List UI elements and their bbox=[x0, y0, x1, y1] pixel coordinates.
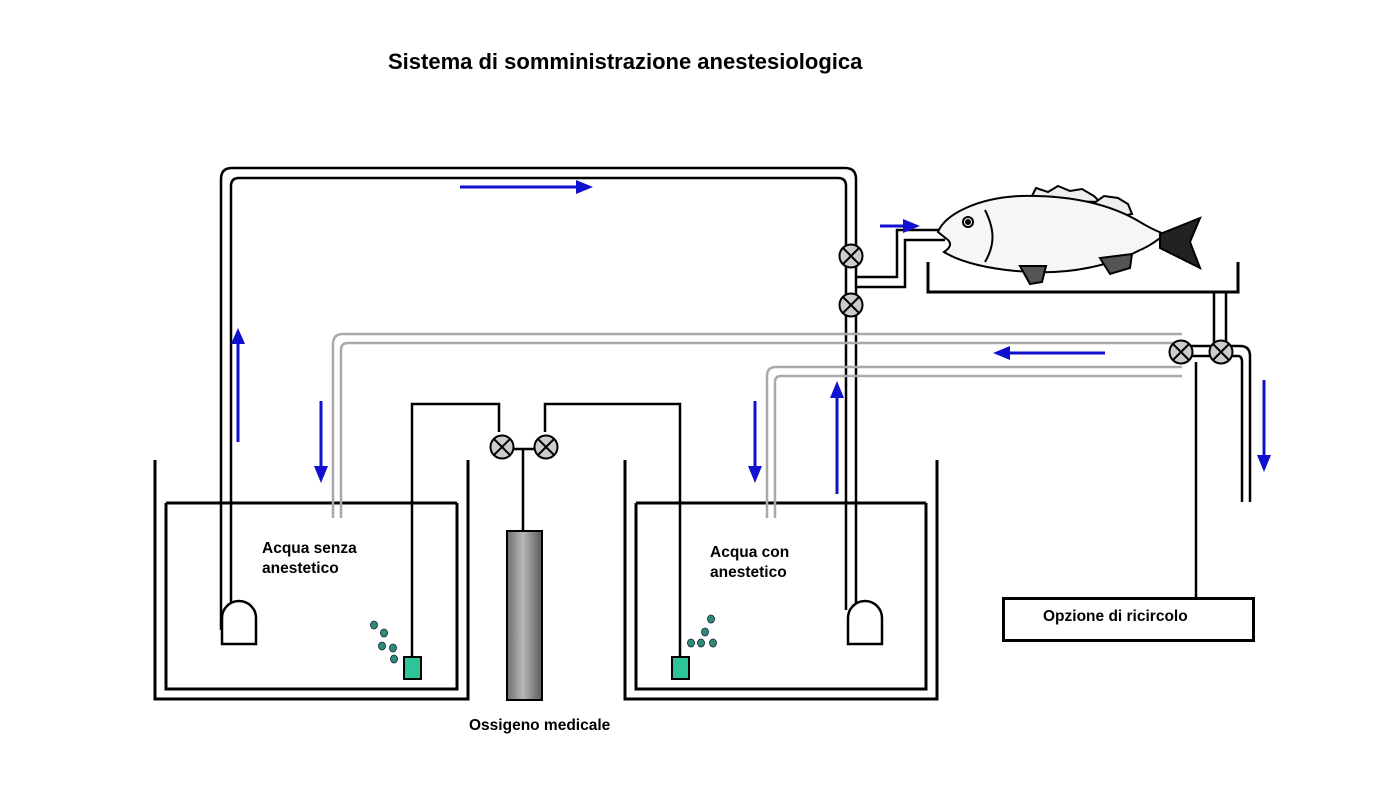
oxygen-cylinder bbox=[506, 530, 543, 701]
arrow-down-left bbox=[314, 401, 328, 483]
intake-hood-left bbox=[220, 599, 258, 646]
air-diffuser-left bbox=[403, 656, 422, 680]
fish-platform bbox=[926, 262, 1240, 294]
recirculation-label: Opzione di ricircolo bbox=[1043, 608, 1188, 625]
drain-pipes bbox=[1182, 292, 1252, 597]
diagram-title: Sistema di somministrazione anestesiolog… bbox=[388, 49, 863, 74]
oxygen-label: Ossigeno medicale bbox=[469, 717, 611, 734]
left-tank bbox=[153, 460, 470, 701]
arrow-up-right bbox=[830, 381, 844, 494]
recirculation-option-box bbox=[1002, 597, 1255, 642]
return-pipe-to-left-tank bbox=[331, 332, 1182, 518]
valve-drain[interactable] bbox=[1208, 339, 1234, 365]
fish-illustration bbox=[936, 184, 1202, 286]
oxygen-bubbles-right bbox=[687, 614, 717, 648]
supply-pipe bbox=[219, 166, 858, 630]
valve-return[interactable] bbox=[1168, 339, 1194, 365]
arrow-right-top bbox=[460, 180, 593, 194]
flow-arrows bbox=[231, 180, 1271, 494]
right-tank bbox=[623, 460, 939, 701]
air-diffuser-right bbox=[671, 656, 690, 680]
intake-hood-right bbox=[846, 599, 884, 646]
valve-supply-top[interactable] bbox=[838, 243, 864, 269]
right-tank-label: Acqua con anestetico bbox=[710, 544, 790, 581]
valve-oxygen-left[interactable] bbox=[489, 434, 515, 460]
arrow-up-left bbox=[231, 328, 245, 442]
valve-supply-bottom[interactable] bbox=[838, 292, 864, 318]
left-tank-label: Acqua senza anestetico bbox=[262, 540, 357, 577]
arrow-down-right bbox=[748, 401, 762, 483]
arrow-left-return bbox=[993, 346, 1105, 360]
arrow-down-drain bbox=[1257, 380, 1271, 472]
arrow-right-fish bbox=[880, 219, 920, 233]
fish-feed-pipe bbox=[856, 228, 945, 289]
return-pipe-to-right-tank bbox=[765, 365, 1182, 518]
oxygen-bubbles-left bbox=[370, 620, 398, 664]
valve-oxygen-right[interactable] bbox=[533, 434, 559, 460]
